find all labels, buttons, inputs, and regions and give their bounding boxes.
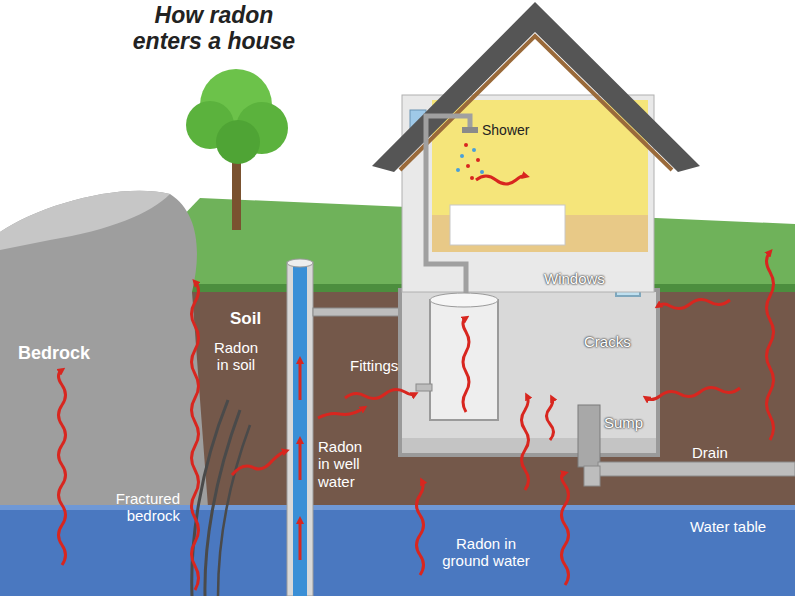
callout-label: Shower xyxy=(482,122,529,138)
layer-label: Bedrock xyxy=(18,343,90,364)
callout-label: Radon in well water xyxy=(318,438,373,490)
diagram-title: How radon enters a house xyxy=(125,2,303,55)
layer-label: Water table xyxy=(690,518,766,535)
callout-label: Sump xyxy=(604,414,643,431)
callout-label: Fittings xyxy=(350,357,398,374)
callout-label: Cracks xyxy=(584,333,631,350)
callout-label: Drain xyxy=(692,444,728,461)
layer-label: Fractured bedrock xyxy=(96,490,180,525)
callout-label: Radon in soil xyxy=(210,339,262,374)
callout-label: Windows xyxy=(544,270,605,287)
callout-label: Radon in ground water xyxy=(436,535,536,570)
layer-label: Soil xyxy=(230,309,261,329)
